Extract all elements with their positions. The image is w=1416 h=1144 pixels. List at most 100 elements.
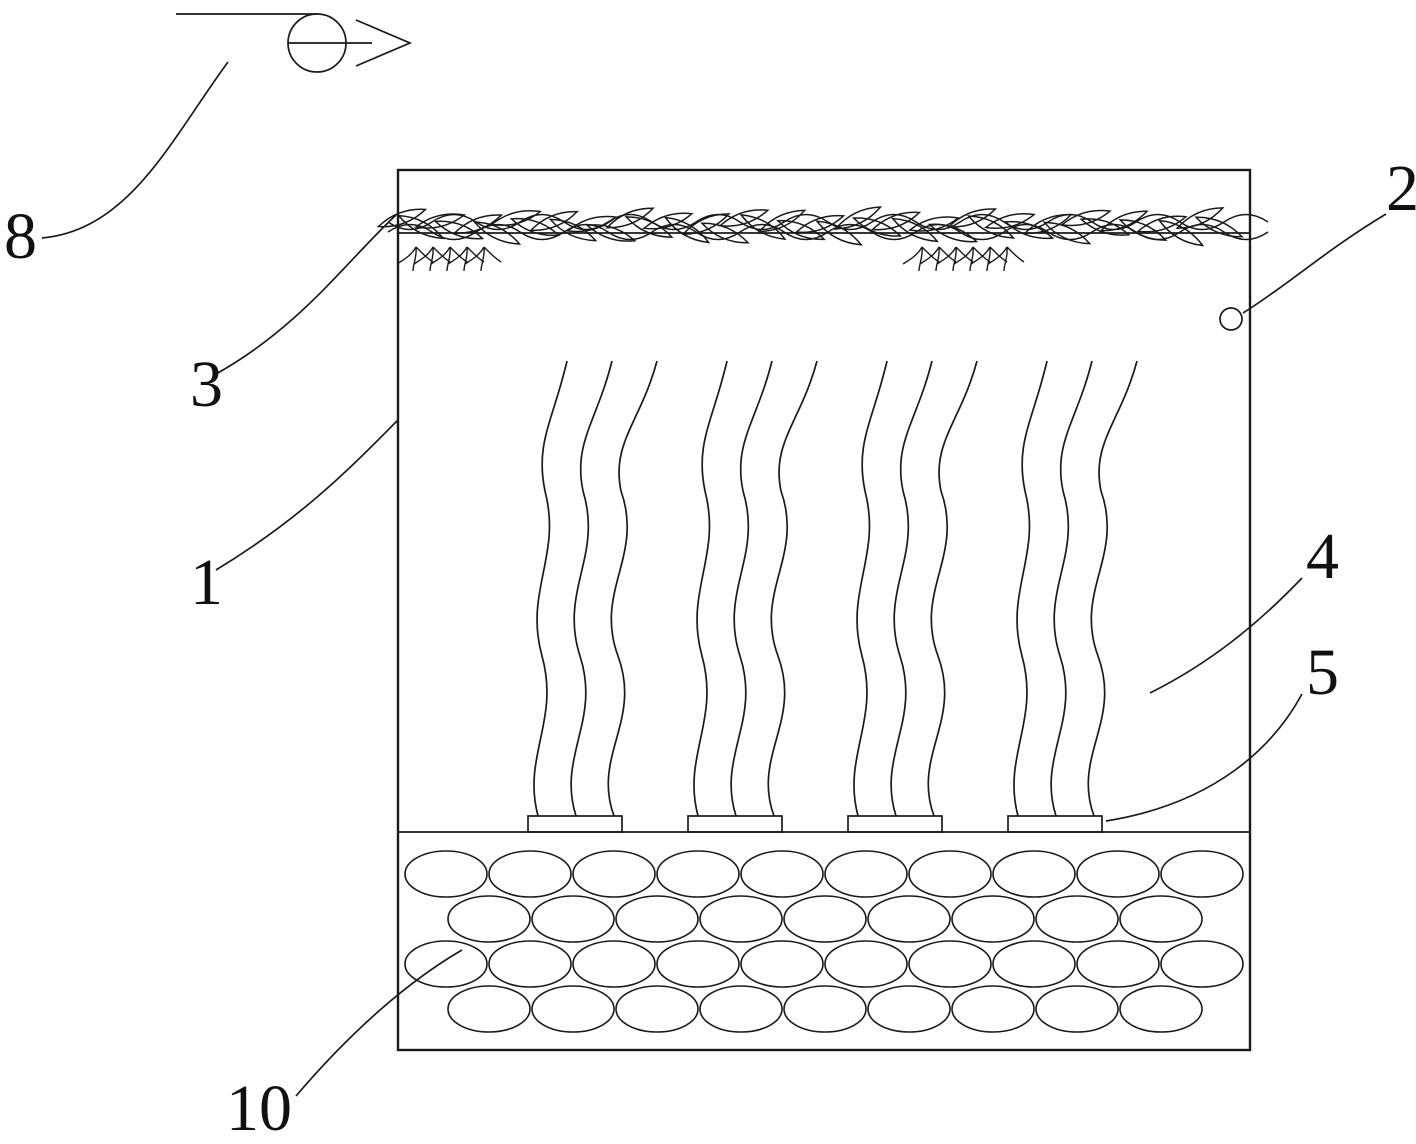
gravel-stone: [1160, 850, 1244, 898]
gravel-stone: [615, 985, 699, 1033]
plant-leaf: [529, 210, 579, 232]
gravel-stone: [1119, 985, 1203, 1033]
plant-leaf: [509, 217, 561, 237]
fiber-strand: [1013, 360, 1048, 817]
gravel-stone: [1076, 850, 1160, 898]
plant-leaf: [413, 213, 467, 229]
gravel-stone: [656, 850, 740, 898]
floating-plant-layer: [376, 206, 1269, 272]
gravel-stone: [1035, 895, 1119, 943]
gravel-stone: [572, 940, 656, 988]
label-8: 8: [4, 200, 37, 273]
plant-leaf: [566, 215, 618, 233]
gravel-stone: [404, 940, 488, 988]
plant-leaf: [681, 213, 731, 235]
gravel-stone: [488, 850, 572, 898]
port-circle: [1219, 307, 1243, 331]
gravel-stone: [1035, 985, 1119, 1033]
gravel-stone: [615, 895, 699, 943]
gravel-stone: [783, 895, 867, 943]
plant-leaf: [1003, 220, 1055, 240]
plant-leaf: [927, 223, 979, 243]
plant-leaf: [548, 218, 598, 242]
gravel-stone: [740, 850, 824, 898]
plant-leaf: [851, 217, 903, 237]
plant-leaf: [718, 209, 770, 227]
gravel-stone: [531, 985, 615, 1033]
fiber-strand: [927, 360, 978, 817]
plant-roots: [987, 246, 1025, 272]
fiber-strand: [533, 360, 568, 817]
gravel-stone: [951, 985, 1035, 1033]
plant-leaf: [833, 206, 883, 230]
anchor-block: [1007, 815, 1103, 833]
gravel-stone: [867, 985, 951, 1033]
plant-leaf: [1118, 219, 1168, 241]
label-4: 4: [1306, 520, 1339, 593]
plant-leaf: [452, 214, 504, 234]
plant-leaf: [907, 216, 961, 232]
gravel-stone: [992, 850, 1076, 898]
gravel-stone: [404, 850, 488, 898]
gravel-stone: [992, 940, 1076, 988]
plant-leaf: [585, 224, 637, 242]
gravel-stone: [867, 895, 951, 943]
plant-leaf: [739, 213, 787, 241]
plant-leaf: [1023, 213, 1073, 235]
plant-leaf: [490, 210, 542, 226]
fiber-strand: [1087, 360, 1138, 817]
plant-roots: [396, 246, 434, 272]
label-3: 3: [190, 348, 223, 421]
plant-leaf: [757, 209, 807, 233]
gravel-stone: [656, 940, 740, 988]
plant-leaf: [891, 217, 939, 243]
gravel-stone: [699, 895, 783, 943]
plant-leaf: [870, 211, 922, 231]
fiber-strand: [853, 360, 888, 817]
plant-leaf: [946, 208, 998, 228]
plant-leaf: [376, 208, 428, 228]
plant-leaf: [794, 214, 846, 234]
anchor-block: [687, 815, 783, 833]
plant-leaf: [605, 207, 655, 229]
leader-line-1: [215, 419, 399, 571]
plant-leaf: [1194, 216, 1244, 238]
leader-line-10: [295, 949, 463, 1097]
gravel-stone: [1119, 895, 1203, 943]
fiber-strand: [767, 360, 818, 817]
plant-leaf: [624, 216, 674, 238]
plant-leaf: [1136, 215, 1188, 233]
gravel-stone: [740, 940, 824, 988]
gravel-bed: [404, 850, 1244, 1033]
gravel-stone: [951, 895, 1035, 943]
plant-leaf: [472, 221, 522, 245]
label-5: 5: [1306, 636, 1339, 709]
fiber-strand: [730, 360, 773, 817]
gravel-stone: [1076, 940, 1160, 988]
fiber-strand: [607, 360, 658, 817]
plant-roots: [902, 246, 940, 272]
gravel-stone: [488, 940, 572, 988]
label-2: 2: [1386, 152, 1416, 225]
plant-roots: [464, 246, 502, 272]
gravel-stone: [447, 985, 531, 1033]
plant-leaf: [1175, 207, 1225, 229]
plant-leaf: [776, 219, 826, 241]
leader-line-2: [1242, 213, 1387, 314]
gravel-stone: [531, 895, 615, 943]
plant-leaf: [1099, 210, 1149, 232]
plant-leaf: [815, 220, 863, 246]
label-10: 10: [226, 1072, 292, 1144]
gravel-stone: [824, 940, 908, 988]
plant-leaf: [984, 213, 1036, 229]
flow-arrowhead-icon: [355, 19, 413, 67]
fiber-strand: [693, 360, 728, 817]
fiber-media-strands: [527, 360, 1138, 833]
plant-leaf: [1042, 221, 1092, 245]
plant-leaf: [642, 212, 694, 230]
leader-line-3: [215, 214, 397, 375]
gravel-stone: [908, 850, 992, 898]
anchor-block: [847, 815, 943, 833]
